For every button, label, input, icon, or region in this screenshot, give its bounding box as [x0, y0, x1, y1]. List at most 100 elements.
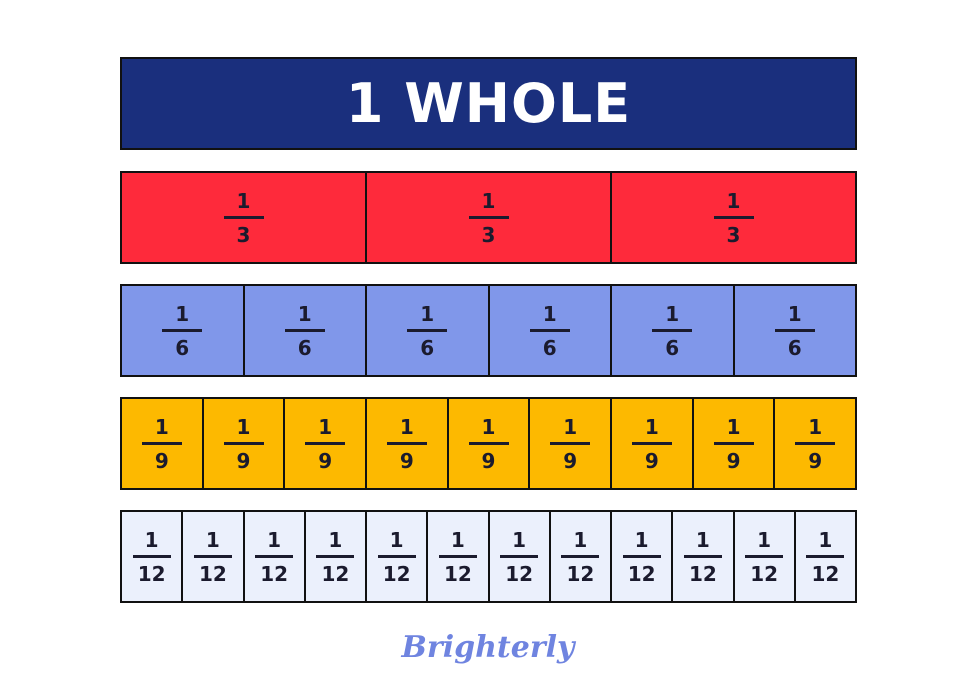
- fraction-numerator: 1: [389, 527, 404, 552]
- fraction-bar: [316, 554, 355, 558]
- fraction-bar: [255, 554, 294, 558]
- fraction-numerator: 1: [512, 527, 527, 552]
- fraction-bar: [713, 441, 754, 445]
- fraction-numerator: 1: [267, 527, 282, 552]
- fraction-bar: [223, 215, 264, 219]
- fraction-numerator: 1: [787, 301, 802, 326]
- fraction-bar: [132, 554, 171, 558]
- fraction-numerator: 1: [481, 188, 496, 213]
- fraction-denominator: 9: [399, 448, 414, 473]
- fraction-denominator: 12: [443, 561, 472, 586]
- fraction-bar: [529, 328, 570, 332]
- fraction-denominator: 6: [297, 335, 312, 360]
- fraction-denominator: 3: [236, 222, 251, 247]
- fraction-denominator: 9: [808, 448, 823, 473]
- fraction-numerator: 1: [175, 301, 190, 326]
- fraction-denominator: 9: [563, 448, 578, 473]
- fraction-denominator: 12: [750, 561, 779, 586]
- fraction-denominator: 12: [566, 561, 595, 586]
- fraction-bar: [774, 328, 815, 332]
- fraction-denominator: 6: [175, 335, 190, 360]
- fraction-numerator: 1: [665, 301, 680, 326]
- fraction-bar: [468, 215, 509, 219]
- fraction-denominator: 12: [198, 561, 227, 586]
- fraction-denominator: 12: [137, 561, 166, 586]
- fraction-denominator: 6: [420, 335, 435, 360]
- fraction-numerator: 1: [236, 188, 251, 213]
- fraction-numerator: 1: [205, 527, 220, 552]
- fraction-bar: [713, 215, 754, 219]
- fraction-bar: [438, 554, 477, 558]
- fraction-denominator: 12: [688, 561, 717, 586]
- fraction-denominator: 12: [627, 561, 656, 586]
- fraction-denominator: 12: [811, 561, 840, 586]
- fraction-denominator: 12: [505, 561, 534, 586]
- fraction-numerator: 1: [726, 188, 741, 213]
- whole-strip: 1 WHOLE: [120, 57, 857, 150]
- fraction-denominator: 9: [481, 448, 496, 473]
- fraction-denominator: 12: [382, 561, 411, 586]
- fraction-bar: [550, 441, 591, 445]
- fraction-numerator: 1: [634, 527, 649, 552]
- fraction-bar: [284, 328, 325, 332]
- fraction-bar: [407, 328, 448, 332]
- fraction-bar: [305, 441, 346, 445]
- fraction-denominator: 9: [236, 448, 251, 473]
- fraction-numerator: 1: [818, 527, 833, 552]
- fraction-bar: [468, 441, 509, 445]
- fraction-denominator: 3: [726, 222, 741, 247]
- fraction-numerator: 1: [318, 414, 333, 439]
- fraction-numerator: 1: [726, 414, 741, 439]
- fraction-denominator: 9: [154, 448, 169, 473]
- fraction-numerator: 1: [695, 527, 710, 552]
- fraction-numerator: 1: [450, 527, 465, 552]
- fraction-bar: [500, 554, 539, 558]
- fraction-numerator: 1: [644, 414, 659, 439]
- fraction-numerator: 1: [563, 414, 578, 439]
- fraction-bar: [386, 441, 427, 445]
- fraction-numerator: 1: [420, 301, 435, 326]
